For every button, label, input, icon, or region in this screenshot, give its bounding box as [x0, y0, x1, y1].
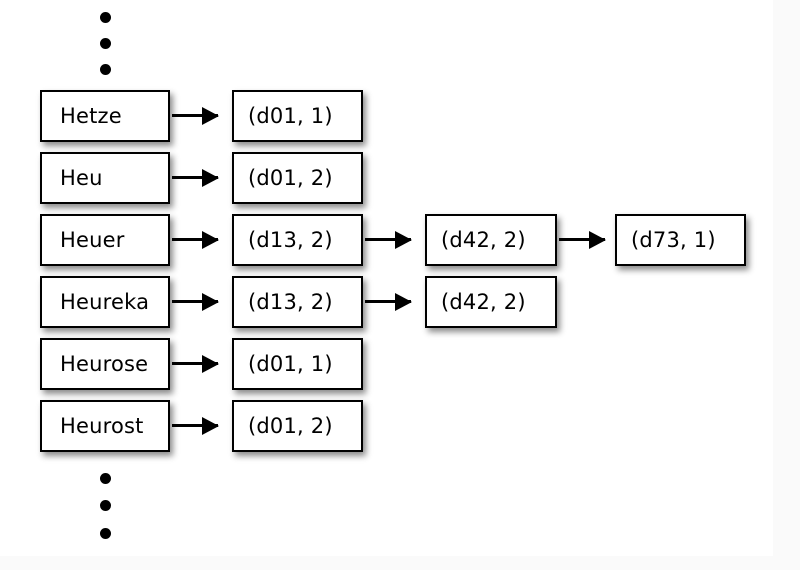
term-label: Heuer: [60, 227, 125, 252]
term-label: Heu: [60, 165, 103, 190]
arrow-heu-to-posting: [172, 176, 218, 179]
term-label: Heureka: [60, 289, 150, 314]
posting-box-3-1[interactable]: (d73, 1): [615, 214, 746, 266]
posting-label: (d01, 1): [248, 103, 333, 128]
posting-box-2-2[interactable]: (d42, 2): [425, 276, 557, 328]
arrow-posting-d42a-to-d73: [559, 238, 605, 241]
term-box-heureka[interactable]: Heureka: [40, 276, 170, 328]
term-box-heu[interactable]: Heu: [40, 152, 170, 204]
posting-box-1-4[interactable]: (d13, 2): [232, 276, 363, 328]
posting-box-1-1[interactable]: (d01, 1): [232, 90, 363, 142]
arrow-heurose-to-posting: [172, 362, 218, 365]
ellipsis-dot-top-1: [100, 12, 111, 23]
ellipsis-dot-top-2: [100, 38, 111, 49]
posting-box-1-5[interactable]: (d01, 1): [232, 338, 363, 390]
ellipsis-dot-top-3: [100, 64, 111, 75]
term-box-heurose[interactable]: Heurose: [40, 338, 170, 390]
term-label: Hetze: [60, 103, 122, 128]
arrow-hetze-to-posting: [172, 114, 218, 117]
arrow-heurost-to-posting: [172, 424, 218, 427]
arrow-posting-d13a-to-d42a: [365, 238, 411, 241]
posting-box-1-3[interactable]: (d13, 2): [232, 214, 363, 266]
term-box-hetze[interactable]: Hetze: [40, 90, 170, 142]
arrow-posting-d13b-to-d42b: [365, 300, 411, 303]
ellipsis-dot-bottom-1: [100, 473, 111, 484]
posting-label: (d01, 1): [248, 351, 333, 376]
arrow-heuer-to-posting: [172, 238, 218, 241]
ellipsis-dot-bottom-3: [100, 528, 111, 539]
term-label: Heurost: [60, 413, 144, 438]
posting-box-1-6[interactable]: (d01, 2): [232, 400, 363, 452]
posting-label: (d13, 2): [248, 227, 333, 252]
ellipsis-dot-bottom-2: [100, 500, 111, 511]
posting-label: (d01, 2): [248, 413, 333, 438]
posting-label: (d42, 2): [441, 289, 526, 314]
posting-label: (d13, 2): [248, 289, 333, 314]
posting-box-1-2[interactable]: (d01, 2): [232, 152, 363, 204]
posting-label: (d42, 2): [441, 227, 526, 252]
posting-label: (d73, 1): [631, 227, 716, 252]
posting-label: (d01, 2): [248, 165, 333, 190]
term-box-heurost[interactable]: Heurost: [40, 400, 170, 452]
arrow-heureka-to-posting: [172, 300, 218, 303]
diagram-canvas: Hetze Heu Heuer Heureka Heurose Heurost …: [0, 0, 773, 556]
term-box-heuer[interactable]: Heuer: [40, 214, 170, 266]
term-label: Heurose: [60, 351, 149, 376]
posting-box-2-1[interactable]: (d42, 2): [425, 214, 557, 266]
